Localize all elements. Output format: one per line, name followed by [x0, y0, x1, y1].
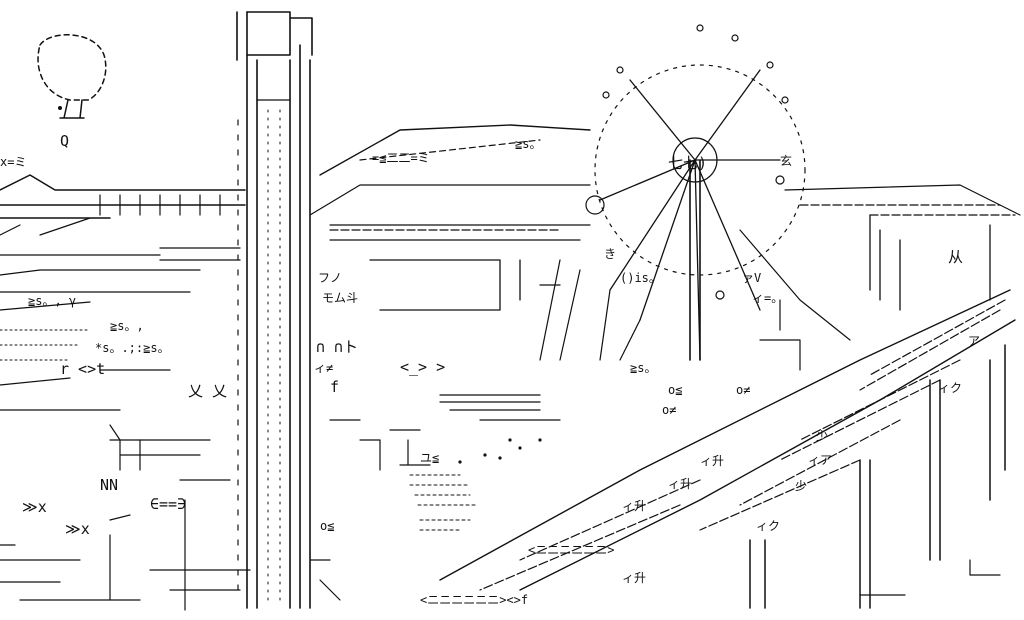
ilu-sign: ィ=。	[752, 291, 783, 305]
ai-label: ア	[968, 334, 980, 348]
nn-sign: NN	[100, 476, 118, 494]
o-ne-label-2: o≠	[662, 403, 676, 417]
bottom-arrows: <ニニニニニニ><>f	[420, 593, 528, 607]
hot-air-balloon: Q	[37, 34, 107, 150]
gen-sign: 玄	[780, 153, 792, 168]
ferris-wheel: 七七) 玄 き ()is。 ァV ィ=。 ≧s。	[539, 24, 806, 375]
sign-top-right: ≧s。	[515, 137, 541, 151]
ik-label: ィク	[938, 381, 962, 395]
ki-sho-label-4: ィ升	[622, 571, 646, 585]
mata-sign: 乂 乂	[188, 382, 227, 400]
o-ne-label: o≠	[736, 383, 750, 397]
seven-sign: 七七)	[668, 154, 707, 172]
ia-label: ィア	[808, 453, 832, 467]
xx-arrow-2: ≫x	[65, 520, 90, 538]
mid-arrows: <ニニニニニニ>	[528, 543, 614, 557]
ki-sho-label-3: ィ升	[622, 499, 646, 513]
eq-box: ∈==∋	[150, 495, 186, 513]
f-sign: f	[330, 378, 339, 396]
o-le-label-2: o≦	[668, 383, 682, 397]
ferris-gondolas	[602, 24, 789, 300]
ki-sign: き	[604, 247, 616, 261]
left-sign-3: *s。.;:≧s。	[95, 341, 170, 355]
isu-sign: ()is。	[620, 271, 661, 285]
ne-sign: ィ≠	[314, 361, 333, 375]
scattered-dots	[58, 106, 542, 464]
left-rooftops: x=ミ ≧s。, γ ≧s。, *s。.;:≧s。 r <>t 乂 乂 NN ≫…	[0, 155, 251, 611]
central-buildings: =≦二二=ミ ≧s。 フノ モム斗 ∩ ∩ト <_> > ィ≠ f o≦	[309, 124, 591, 601]
left-sign-1: ≧s。, γ	[28, 294, 76, 308]
mu-sign: モム斗	[322, 291, 358, 305]
bracket-sign: r <>t	[60, 360, 105, 378]
right-structures: 从 少 少 ィア ィク ィク ア ィ升 ィ升 ィ升 ィ升 <ニニニニニニ> <ニ…	[420, 184, 1021, 609]
sho-label-2: 少	[795, 479, 807, 493]
pa-sign: フノ	[318, 271, 342, 285]
balloon-tag: Q	[60, 132, 69, 150]
o-le-sign: o≦	[320, 519, 334, 533]
x-mark-label: x=ミ	[0, 155, 26, 169]
mu-kanji: 从	[948, 248, 963, 266]
tall-tower	[236, 11, 313, 609]
xx-arrow: ≫x	[22, 498, 47, 516]
s-sign: ≧s。	[630, 361, 656, 375]
left-sign-2: ≧s。,	[110, 319, 144, 333]
kan-sign: ∩ ∩ト	[316, 338, 358, 356]
sho-label: 少	[816, 429, 828, 443]
ki-sho-label-2: ィ升	[668, 477, 692, 491]
sign-mid: =≦二二=ミ	[372, 151, 430, 165]
ki-sho-label: ィ升	[700, 454, 724, 468]
av-sign: ァV	[742, 271, 761, 285]
u-ni-label: ユ≦	[420, 451, 439, 465]
ik-label-2: ィク	[756, 519, 780, 533]
lt-sign: <_> >	[400, 358, 445, 376]
